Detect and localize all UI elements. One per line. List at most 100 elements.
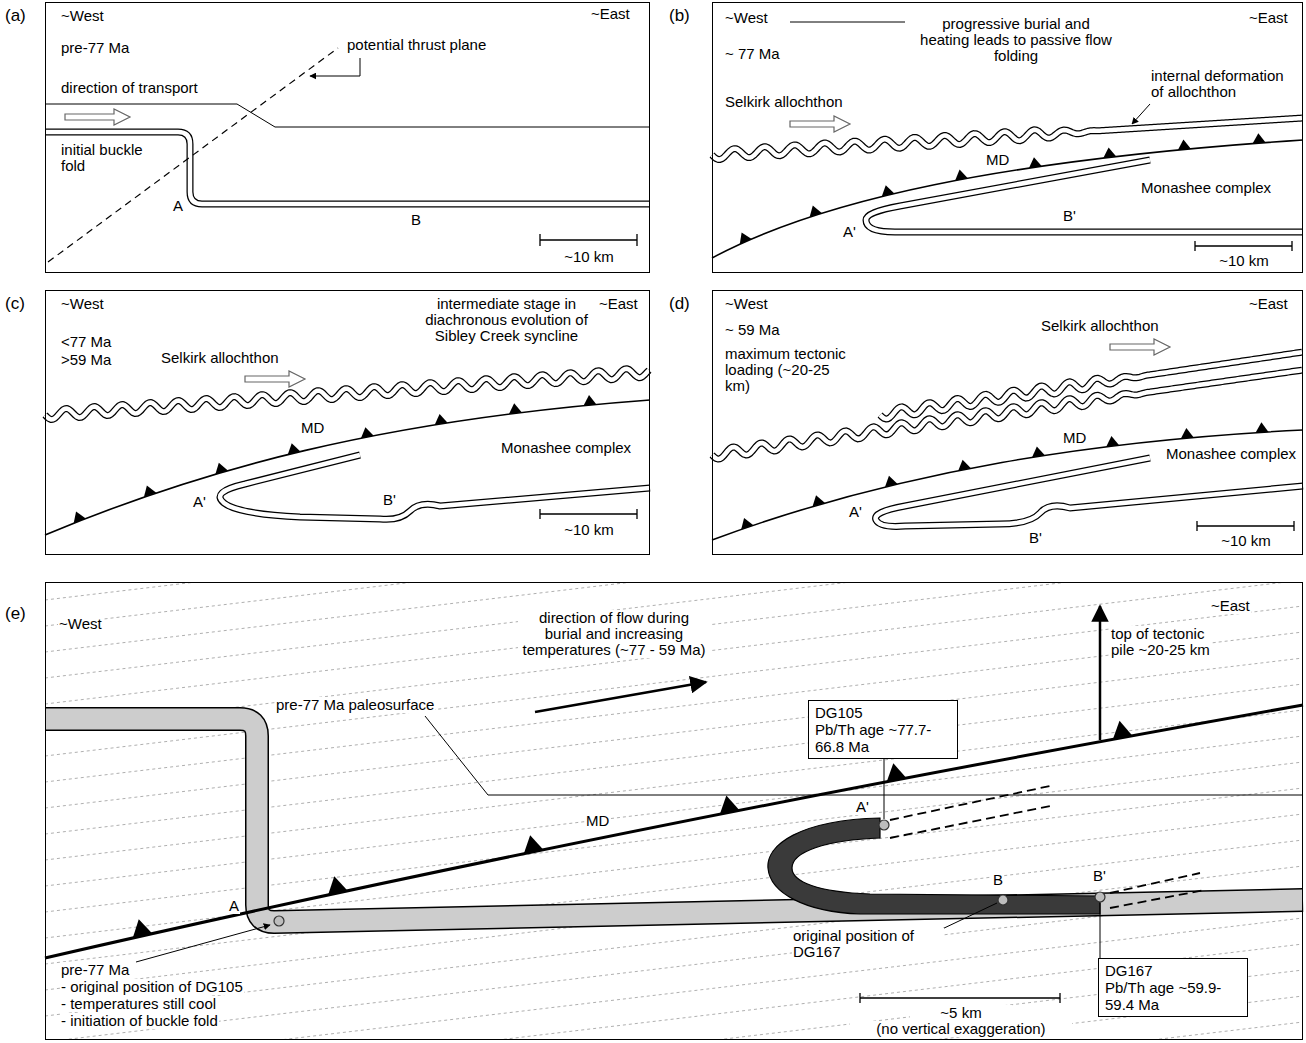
- unit-label: Selkirk allochthon: [724, 94, 844, 110]
- sample-point: [1095, 892, 1105, 902]
- isotherm-line: [46, 918, 1302, 1039]
- unit-label: Monashee complex: [500, 440, 632, 456]
- thrust-tooth: [215, 463, 227, 474]
- process-note: intermediate stage in diachronous evolut…: [418, 296, 595, 344]
- projected-limb: [1110, 873, 1205, 908]
- structure-label: potential thrust plane: [346, 37, 487, 53]
- thrust-tooth: [1181, 428, 1194, 439]
- leader-line: [1100, 903, 1101, 958]
- transport-arrow: [1110, 339, 1170, 355]
- sample-box: DG167Pb/Th age ~59.9-59.4 Ma: [1098, 958, 1248, 1017]
- isotherm-line: [46, 762, 1302, 912]
- point-label: A': [848, 504, 863, 520]
- leader-line: [940, 903, 997, 930]
- thrust-tooth: [740, 232, 752, 244]
- fold-layer: [866, 160, 1303, 232]
- thrust-tooth: [1113, 721, 1133, 740]
- thrust-tooth: [813, 495, 825, 506]
- leader-line: [1132, 104, 1150, 124]
- scale-label: ~5 km: [910, 1005, 1012, 1021]
- thrust-tooth: [328, 876, 348, 895]
- isotherm-line: [46, 814, 1302, 964]
- thrust-tooth: [509, 403, 522, 414]
- thrust-tooth: [882, 185, 895, 196]
- unit-label: Monashee complex: [1165, 446, 1297, 462]
- direction-label: ~East: [1248, 10, 1289, 26]
- thrust-tooth: [887, 763, 907, 782]
- isotherm-line: [46, 736, 1302, 886]
- surface-line: [45, 104, 650, 127]
- thrust-tooth: [885, 476, 898, 487]
- allochthon-layer: [45, 369, 649, 420]
- panel-letter: (a): [4, 8, 27, 24]
- direction-label: ~East: [590, 6, 631, 22]
- fold-layer: [220, 455, 650, 519]
- thrust-tooth: [1103, 147, 1116, 158]
- isotherm-line: [46, 583, 1302, 678]
- transport-label: direction of transport: [60, 80, 199, 96]
- thrust-tooth: [1032, 447, 1045, 458]
- figure-panel: (c)~Westintermediate stage in diachronou…: [45, 290, 650, 555]
- thrust-tooth: [741, 518, 753, 530]
- figure-panel: (a)~West~Eastpre-77 Madirection of trans…: [45, 2, 650, 273]
- isotherm-lines: [46, 583, 1302, 1039]
- thrust-fault: [45, 400, 650, 535]
- leader-line: [136, 925, 270, 962]
- isotherm-line: [46, 710, 1302, 860]
- sample-text: DG105: [815, 704, 951, 721]
- scale-label: ~10 km: [538, 249, 640, 265]
- fold-layer: [876, 458, 1303, 526]
- age-label: <77 Ma: [60, 334, 112, 350]
- note-line: - temperatures still cool: [60, 996, 217, 1012]
- age-label: pre-77 Ma: [60, 40, 130, 56]
- point-label: B': [382, 492, 397, 508]
- thrust-tooth: [524, 835, 544, 854]
- sample-text: Pb/Th age ~59.9-59.4 Ma: [1105, 979, 1241, 1013]
- age-label: ~ 77 Ma: [724, 46, 781, 62]
- thrust-tooth: [810, 206, 822, 218]
- point-label: A: [172, 198, 184, 214]
- flow-note: direction of flow during burial and incr…: [518, 610, 710, 658]
- thrust-tooth: [1256, 422, 1269, 432]
- scale-label: ~10 km: [538, 522, 640, 538]
- thrust-tooth: [1106, 436, 1119, 447]
- fold-layer: [876, 458, 1303, 526]
- thrust-tooth: [583, 395, 596, 406]
- thrust-tooth: [133, 919, 153, 938]
- thrust-tooth: [1029, 157, 1042, 168]
- age-label: >59 Ma: [60, 352, 112, 368]
- thrust-tooth: [361, 427, 374, 438]
- fold-layer: [45, 719, 1303, 922]
- flow-arrow: [535, 682, 706, 712]
- sample-point: [998, 895, 1008, 905]
- isotherm-line: [46, 658, 1302, 808]
- scale-bar: [540, 509, 637, 519]
- figure-panel: (e)~Westdirection of flow during burial …: [45, 582, 1303, 1040]
- fold-layer: [45, 132, 650, 204]
- isotherm-line: [46, 583, 1302, 600]
- scale-label: ~10 km: [1193, 253, 1295, 269]
- surface-line: [790, 22, 905, 23]
- isotherm-line: [46, 583, 1302, 704]
- point-label: B: [410, 212, 422, 228]
- figure-panel: (b)~Westprogressive burial and heating l…: [712, 2, 1303, 273]
- allochthon-layers: [45, 118, 1302, 459]
- sample-point: [274, 916, 284, 926]
- thrust-tooth: [1178, 139, 1191, 150]
- fault-label: MD: [300, 420, 325, 436]
- fold-layer: [866, 160, 1303, 232]
- point-label: B: [992, 872, 1004, 888]
- fold-layer: [45, 719, 1303, 922]
- direction-label: ~East: [598, 296, 639, 312]
- point-label: A: [228, 898, 240, 914]
- surface-label: pre-77 Ma paleosurface: [275, 697, 435, 713]
- scale-bar: [1197, 521, 1294, 531]
- note-line: pre-77 Ma: [60, 962, 130, 978]
- allochthon-layer: [880, 352, 1302, 419]
- thrust-tooth: [1253, 133, 1266, 143]
- unit-label: Selkirk allochthon: [160, 350, 280, 366]
- isotherm-line: [46, 970, 1302, 1039]
- scale-label: ~10 km: [1195, 533, 1297, 549]
- thrust-plane: [48, 48, 338, 262]
- panel-letter: (d): [668, 296, 691, 312]
